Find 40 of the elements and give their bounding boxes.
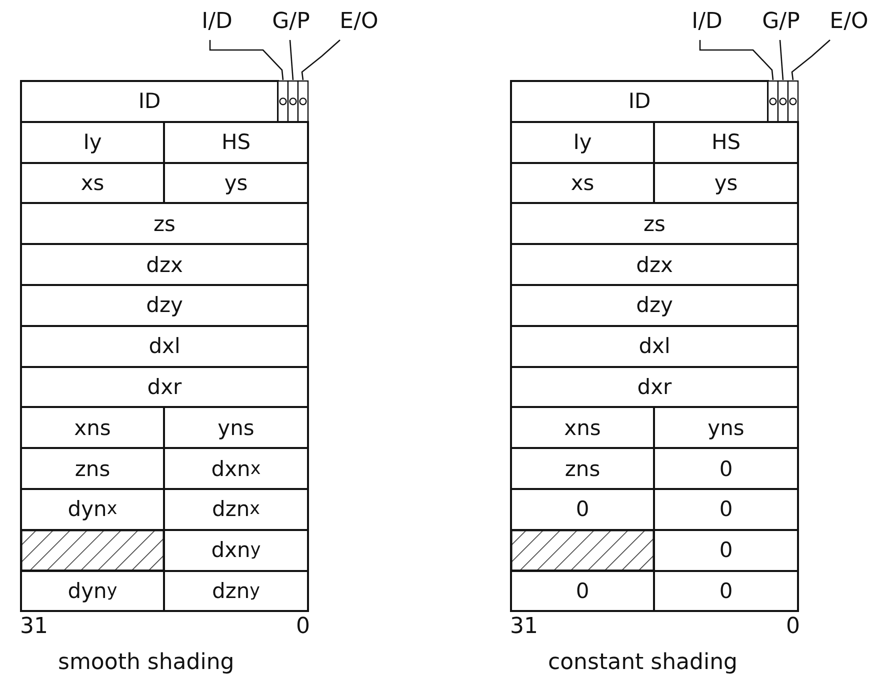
- flag-bit-cell: [297, 80, 309, 123]
- register-field: ID: [510, 80, 769, 123]
- register-field: dxr: [510, 366, 799, 408]
- leader-line: [791, 40, 830, 80]
- caption: smooth shading: [58, 650, 234, 675]
- flag-label: I/D: [190, 6, 244, 40]
- register-field: zs: [20, 202, 309, 246]
- register-field: 0: [653, 570, 799, 612]
- flag-label: E/O: [330, 6, 388, 40]
- bit-number: 31: [510, 614, 538, 639]
- leader-line: [289, 40, 294, 80]
- register-field: dxl: [510, 324, 799, 368]
- caption: constant shading: [548, 650, 738, 675]
- bit-number: 0: [296, 614, 310, 639]
- flag-label: E/O: [820, 6, 878, 40]
- register-field: dxr: [20, 366, 309, 408]
- flag-bit-cell: [767, 80, 779, 123]
- flag-bit-cell: [777, 80, 789, 123]
- flag-label: I/D: [680, 6, 734, 40]
- reserved-hatched-field: [20, 528, 165, 572]
- flag-label: G/P: [262, 6, 320, 40]
- bit-number: 0: [786, 614, 800, 639]
- flag-bit-cell: [287, 80, 299, 123]
- register-field: dzy: [20, 284, 309, 327]
- register-field: dzx: [20, 243, 309, 286]
- flag-bit-cell: [787, 80, 799, 123]
- register-field: zs: [510, 202, 799, 246]
- flag-bit-cell: [277, 80, 289, 123]
- register-field: dzy: [510, 284, 799, 327]
- bit-number: 31: [20, 614, 48, 639]
- leader-line: [209, 40, 284, 80]
- register-field: dxl: [20, 324, 309, 368]
- leader-line: [699, 40, 774, 80]
- flag-label: G/P: [752, 6, 810, 40]
- leader-line: [779, 40, 784, 80]
- reserved-hatched-field: [510, 528, 655, 572]
- register-field: dzx: [510, 243, 799, 286]
- register-field: 0: [510, 570, 655, 612]
- register-field: ID: [20, 80, 279, 123]
- leader-line: [301, 40, 340, 80]
